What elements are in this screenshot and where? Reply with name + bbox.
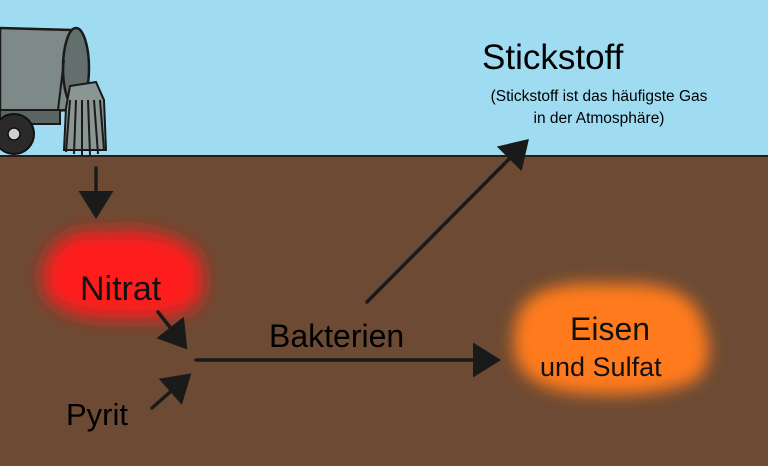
bakterien-label: Bakterien [269, 318, 405, 354]
arrow-pyrit-to-junction [150, 373, 192, 410]
stickstoff-title: Stickstoff [482, 38, 624, 77]
arrow-to-stickstoff [365, 139, 529, 304]
eisen-sulfat-blob [513, 283, 709, 395]
nitrat-blob [42, 230, 204, 319]
nitrat-label: Nitrat [80, 270, 162, 308]
pyrit-label: Pyrit [66, 397, 128, 432]
sky-background [0, 0, 768, 156]
stickstoff-note: (Stickstoff ist das häufigste Gas in der… [490, 88, 708, 127]
sulfat-label: und Sulfat [540, 352, 662, 382]
arrow-nitrat-to-junction [156, 310, 188, 350]
eisen-label: Eisen [570, 311, 651, 347]
spreader-wagon-icon [0, 26, 108, 156]
